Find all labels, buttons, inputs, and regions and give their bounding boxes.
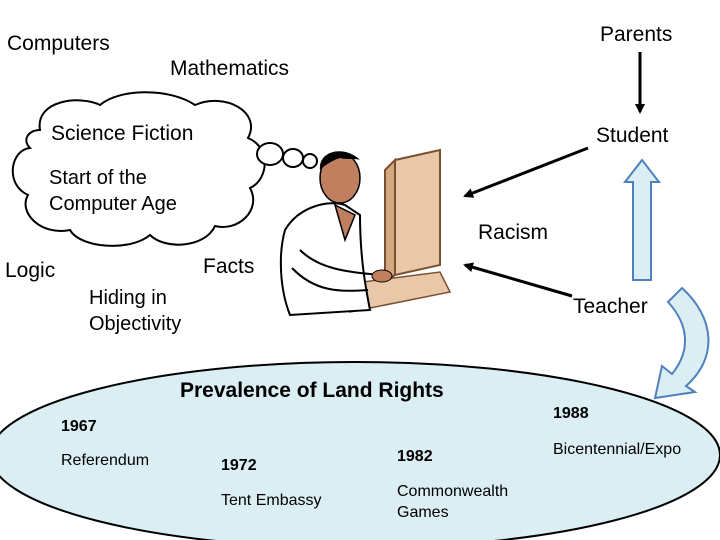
start-of-computer-age-label: Start of the Computer Age: [49, 167, 177, 215]
computers-label: Computers: [7, 32, 110, 55]
thought-bubble-large: [256, 142, 284, 166]
land-rights-timeline-ellipse: [0, 361, 720, 540]
teacher-to-person-arrow: [463, 262, 573, 298]
racism-label: Racism: [478, 221, 549, 244]
facts-label: Facts: [203, 255, 255, 278]
event-label-commonwealth-games: Commonwealth Games: [397, 483, 509, 521]
hiding-in-objectivity-label: Hiding in Objectivity: [89, 287, 182, 335]
event-year-1982: 1982: [397, 448, 433, 465]
event-label-tent-embassy: Tent Embassy: [221, 492, 322, 509]
thought-bubble-medium: [282, 148, 304, 168]
event-year-1972: 1972: [221, 457, 257, 474]
thought-cloud: [11, 91, 318, 247]
event-year-1988: 1988: [553, 405, 589, 422]
timeline-title: Prevalence of Land Rights: [180, 379, 444, 402]
student-label: Student: [596, 124, 669, 147]
event-label-bicentennial-expo: Bicentennial/Expo: [553, 441, 682, 458]
person-at-computer-illustration: [279, 148, 452, 317]
event-year-1967: 1967: [61, 418, 97, 435]
teacher-to-student-block-arrow: [622, 158, 662, 281]
event-label-referendum: Referendum: [61, 452, 150, 469]
thought-bubble-small: [302, 153, 318, 169]
parents-label: Parents: [600, 23, 673, 46]
science-fiction-label: Science Fiction: [51, 122, 194, 145]
logic-label: Logic: [5, 259, 56, 282]
student-to-person-arrow: [463, 146, 589, 198]
teacher-label: Teacher: [573, 295, 648, 318]
mathematics-label: Mathematics: [170, 57, 290, 80]
timeline-to-teacher-curved-arrow: [653, 286, 710, 400]
